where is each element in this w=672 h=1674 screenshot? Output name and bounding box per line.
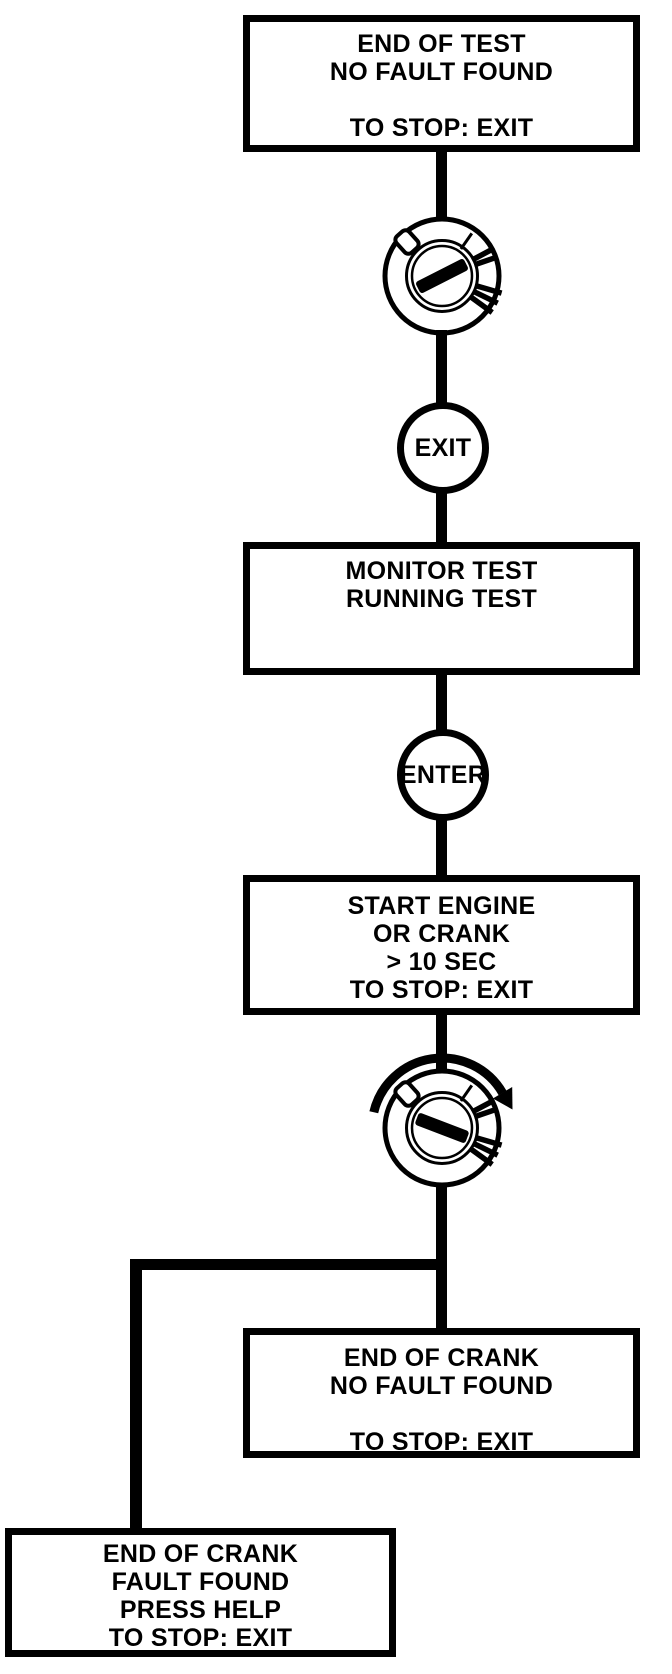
node-text-line: END OF CRANK xyxy=(343,1344,540,1372)
node-text-line xyxy=(250,86,633,114)
node-text-line: PRESS HELP xyxy=(119,1596,282,1624)
connector-line xyxy=(436,1186,447,1270)
connector-line xyxy=(436,671,447,735)
connector-line xyxy=(436,1259,447,1332)
node-start-engine: START ENGINE OR CRANK > 10 SEC TO STOP: … xyxy=(243,875,640,1015)
ignition-switch-turn-clockwise-icon xyxy=(369,1053,513,1188)
node-text-line: TO STOP: EXIT xyxy=(108,1624,293,1652)
connector-line xyxy=(436,817,447,879)
connector-branch-line xyxy=(130,1259,447,1270)
node-text-line: END OF TEST xyxy=(357,30,526,58)
node-text-line: FAULT FOUND xyxy=(111,1568,290,1596)
node-monitor-test: MONITOR TEST RUNNING TEST xyxy=(243,542,640,675)
node-text-line: TO STOP: EXIT xyxy=(349,114,534,142)
connector-line xyxy=(436,330,447,410)
node-text-line: OR CRANK xyxy=(372,920,511,948)
node-text-line: TO STOP: EXIT xyxy=(349,1428,534,1456)
connector-line xyxy=(130,1259,142,1532)
exit-button: EXIT xyxy=(397,402,489,494)
enter-button-label: ENTER xyxy=(399,760,487,789)
node-text-line: NO FAULT FOUND xyxy=(329,58,554,86)
node-text-line: > 10 SEC xyxy=(386,948,497,976)
enter-button: ENTER xyxy=(397,729,489,821)
exit-button-label: EXIT xyxy=(414,433,472,462)
connector-line xyxy=(436,148,447,223)
node-text-line: RUNNING TEST xyxy=(345,585,538,613)
node-end-of-crank-no-fault: END OF CRANK NO FAULT FOUND TO STOP: EXI… xyxy=(243,1328,640,1458)
node-text-line: NO FAULT FOUND xyxy=(329,1372,554,1400)
ignition-switch-icon xyxy=(382,216,503,336)
node-end-of-crank-fault: END OF CRANK FAULT FOUND PRESS HELP TO S… xyxy=(5,1528,396,1657)
node-text-line: MONITOR TEST xyxy=(345,557,538,585)
node-text-line: START ENGINE xyxy=(347,892,536,920)
connector-line xyxy=(436,490,447,548)
connector-line xyxy=(436,1011,447,1081)
node-text-line xyxy=(250,1400,633,1428)
node-end-of-test: END OF TEST NO FAULT FOUND TO STOP: EXIT xyxy=(243,15,640,152)
node-text-line: TO STOP: EXIT xyxy=(349,976,534,1004)
node-text-line: END OF CRANK xyxy=(102,1540,299,1568)
